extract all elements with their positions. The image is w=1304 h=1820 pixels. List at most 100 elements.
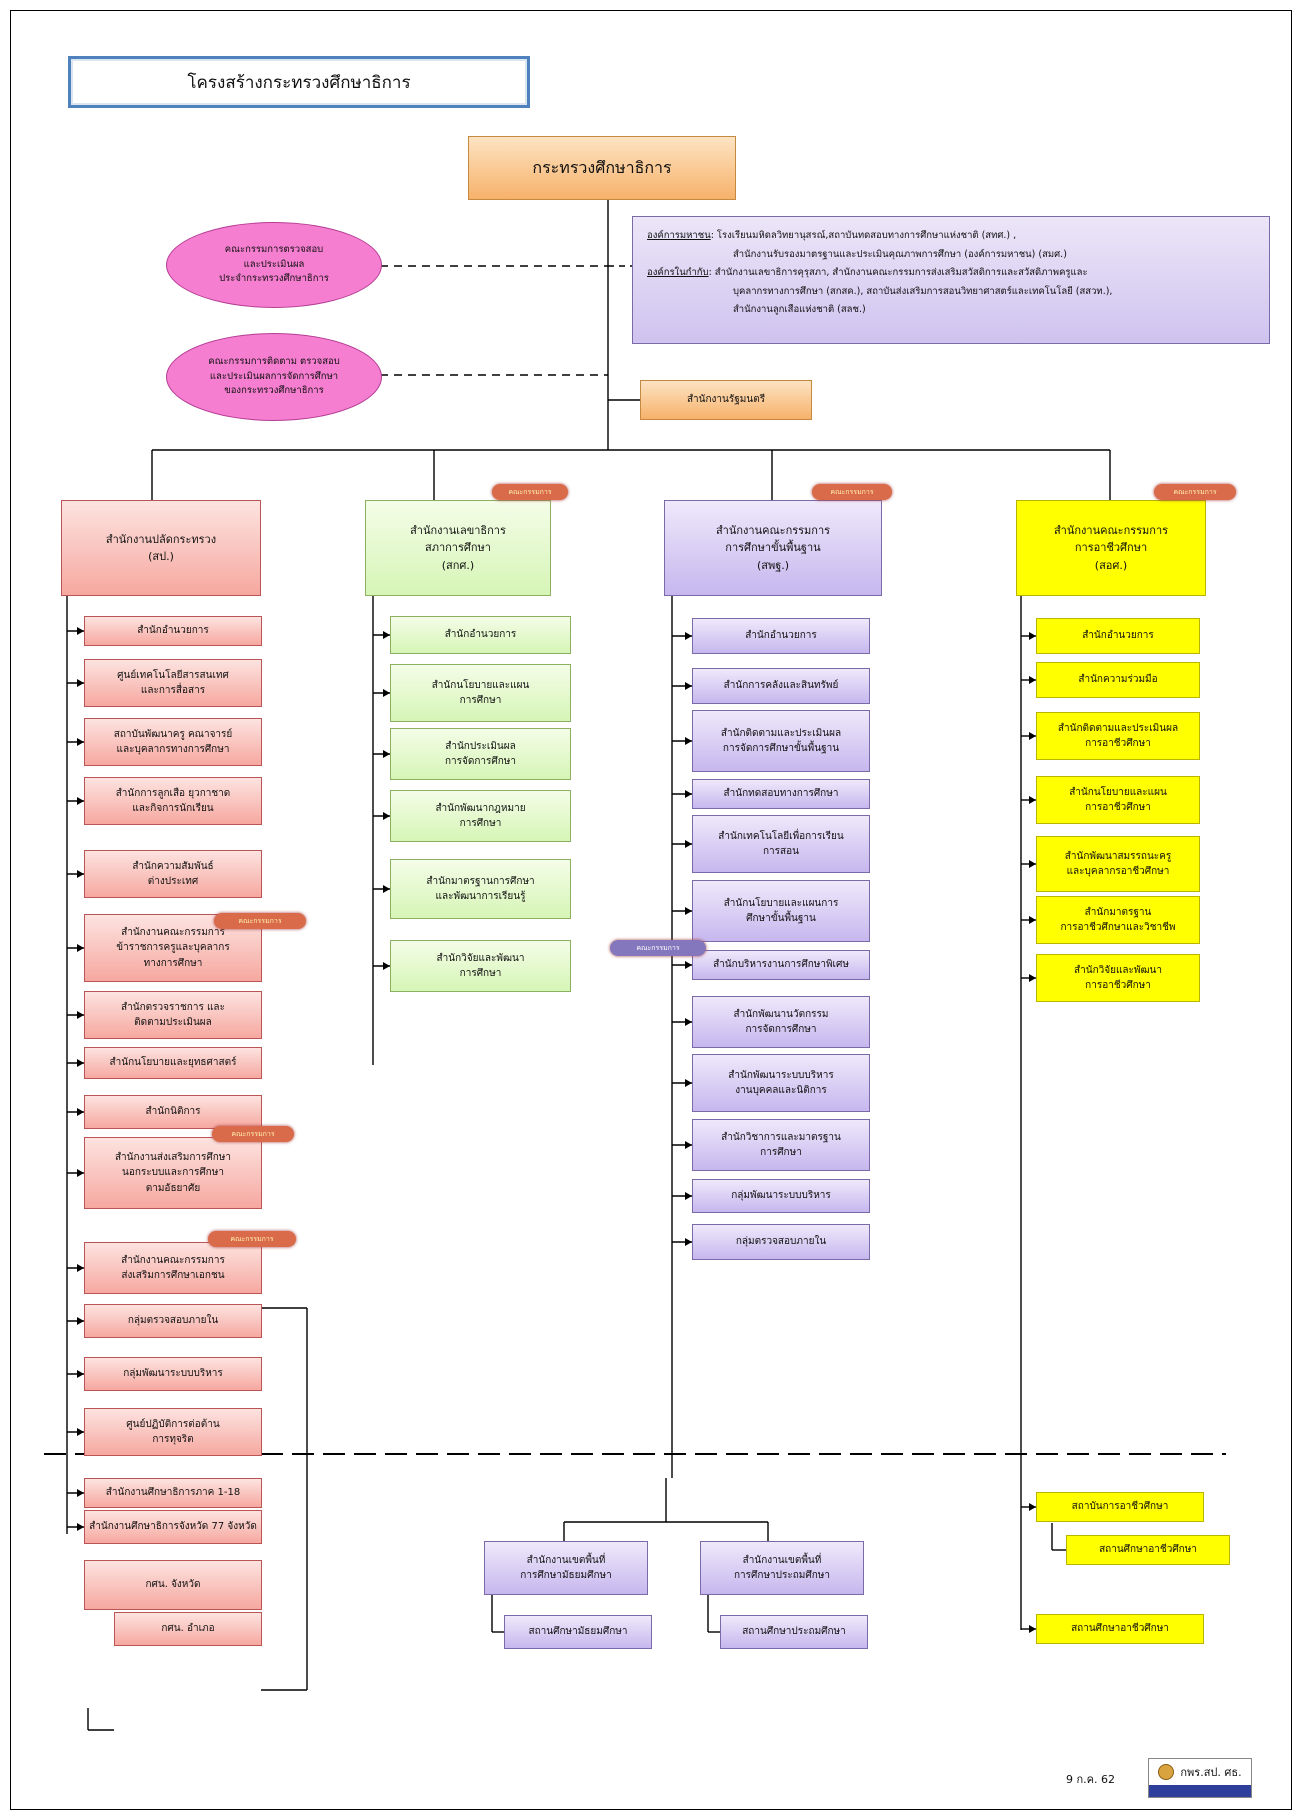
connector-arrow [1029, 1503, 1036, 1511]
obec-area-office: สำนักงานเขตพื้นที่ การศึกษามัธยมศึกษา [484, 1541, 648, 1595]
connector-arrow [685, 840, 692, 848]
connector-arrow [77, 1317, 84, 1325]
notes-line: สำนักงานรับรองมาตรฐานและประเมินคุณภาพการ… [733, 248, 1067, 260]
obec-unit: สำนักพัฒนาระบบบริหาร งานบุคคลและนิติการ [692, 1054, 870, 1112]
ops-unit: กลุ่มพัฒนาระบบบริหาร [84, 1357, 262, 1391]
connector-arrow [77, 870, 84, 878]
ops-unit: สำนักตรวจราชการ และ ติดตามประเมินผล [84, 991, 262, 1039]
organization-logo: กพร.สป. ศธ. [1148, 1758, 1252, 1798]
connector-arrow [383, 631, 390, 639]
ops-unit: สำนักอำนวยการ [84, 616, 262, 646]
ovec-unit: สำนักพัฒนาสมรรถนะครู และบุคลากรอาชีวศึกษ… [1036, 836, 1200, 892]
connector-arrow [1029, 632, 1036, 640]
committee-badge: คณะกรรมการ [812, 484, 892, 500]
connector-arrow [1029, 1625, 1036, 1633]
obec-school: สถานศึกษาประถมศึกษา [720, 1615, 868, 1649]
connector-arrow [685, 790, 692, 798]
connector-arrow [1029, 860, 1036, 868]
committee-badge: คณะกรรมการ [1154, 484, 1236, 500]
page-frame [10, 10, 1292, 1810]
ovec-school: สถานศึกษาอาชีวศึกษา [1066, 1535, 1230, 1565]
obec-unit: สำนักวิชาการและมาตรฐาน การศึกษา [692, 1119, 870, 1171]
connector-arrow [383, 962, 390, 970]
connector-arrow [77, 1428, 84, 1436]
ohec-unit: สำนักวิจัยและพัฒนา การศึกษา [390, 940, 571, 992]
logo-bar [1149, 1785, 1251, 1797]
ovec-unit: สำนักมาตรฐาน การอาชีวศึกษาและวิชาชีพ [1036, 896, 1200, 944]
ovec-unit: สำนักความร่วมมือ [1036, 662, 1200, 698]
connector-arrow [77, 1059, 84, 1067]
connector-arrow [685, 632, 692, 640]
obec-head: สำนักงานคณะกรรมการ การศึกษาขั้นพื้นฐาน (… [664, 500, 882, 596]
connector-arrow [77, 738, 84, 746]
ohec-head: สำนักงานเลขาธิการ สภาการศึกษา (สกศ.) [365, 500, 551, 596]
footer-date: 9 ก.ค. 62 [1066, 1773, 1116, 1786]
committee-badge: คณะกรรมการ [212, 1126, 294, 1142]
ovec-unit: สำนักนโยบายและแผน การอาชีวศึกษา [1036, 776, 1200, 824]
ops-unit: สถาบันพัฒนาครู คณาจารย์ และบุคลากรทางการ… [84, 718, 262, 766]
connector-arrow [77, 1370, 84, 1378]
ohec-unit: สำนักนโยบายและแผน การศึกษา [390, 664, 571, 722]
committee-audit: คณะกรรมการตรวจสอบ และประเมินผล ประจำกระท… [166, 222, 382, 308]
ohec-unit: สำนักพัฒนากฎหมาย การศึกษา [390, 790, 571, 842]
ops-unit: สำนักการลูกเสือ ยุวกาชาด และกิจการนักเรี… [84, 777, 262, 825]
notes-public-org-key: องค์การมหาชน [647, 230, 711, 241]
committee-badge: คณะกรรมการ [208, 1231, 296, 1247]
ohec-unit: สำนักอำนวยการ [390, 616, 571, 654]
connector-arrow [77, 1489, 84, 1497]
ovec-unit: สำนักอำนวยการ [1036, 618, 1200, 654]
notes-line: : สำนักงานเลขาธิการคุรุสภา, สำนักงานคณะก… [708, 267, 1088, 279]
ops-unit: สำนักงานส่งเสริมการศึกษา นอกระบบและการศึ… [84, 1137, 262, 1209]
ops-head: สำนักงานปลัดกระทรวง (สป.) [61, 500, 261, 596]
connector-arrow [77, 1264, 84, 1272]
connector-arrow [685, 1192, 692, 1200]
obec-unit: สำนักพัฒนานวัตกรรม การจัดการศึกษา [692, 996, 870, 1048]
connector-arrow [1029, 732, 1036, 740]
ops-unit: ศูนย์เทคโนโลยีสารสนเทศ และการสื่อสาร [84, 659, 262, 707]
connector-arrow [685, 1141, 692, 1149]
notes-line: : โรงเรียนมหิดลวิทยานุสรณ์,สถาบันทดสอบทา… [710, 230, 1017, 241]
connector-arrow [383, 885, 390, 893]
committee-monitoring: คณะกรรมการติดตาม ตรวจสอบ และประเมินผลการ… [166, 333, 382, 421]
connector-arrow [1029, 676, 1036, 684]
obec-school: สถานศึกษามัธยมศึกษา [504, 1615, 652, 1649]
connector-arrow [685, 737, 692, 745]
connector-arrow [77, 1011, 84, 1019]
emblem-icon [1158, 1764, 1175, 1780]
connector-arrow [77, 1523, 84, 1531]
obec-area-office: สำนักงานเขตพื้นที่ การศึกษาประถมศึกษา [700, 1541, 864, 1595]
obec-unit: สำนักบริหารงานการศึกษาพิเศษ [692, 950, 870, 980]
connector-arrow [685, 1238, 692, 1246]
connector-arrow [685, 1018, 692, 1026]
notes-line: สำนักงานลูกเสือแห่งชาติ (สลช.) [733, 304, 866, 316]
obec-unit: สำนักเทคโนโลยีเพื่อการเรียน การสอน [692, 815, 870, 873]
ministry-box: กระทรวงศึกษาธิการ [468, 136, 736, 200]
connector-arrow [383, 812, 390, 820]
obec-unit: สำนักอำนวยการ [692, 618, 870, 654]
connector-arrow [685, 907, 692, 915]
notes-supervised-org-key: องค์กรในกำกับ [647, 267, 709, 279]
ops-regional-unit: กศน. อำเภอ [114, 1612, 262, 1646]
committee-badge: คณะกรรมการ [610, 940, 706, 956]
connector-arrow [77, 797, 84, 805]
ovec-institution: สถาบันการอาชีวศึกษา [1036, 1492, 1204, 1522]
ops-unit: สำนักความสัมพันธ์ ต่างประเทศ [84, 850, 262, 898]
ovec-head: สำนักงานคณะกรรมการ การอาชีวศึกษา (สอศ.) [1016, 500, 1206, 596]
ops-unit: ศูนย์ปฏิบัติการต่อต้าน การทุจริต [84, 1408, 262, 1456]
ops-regional-unit: สำนักงานศึกษาธิการภาค 1-18 [84, 1478, 262, 1508]
connector-arrow [1029, 796, 1036, 804]
connector-arrow [685, 682, 692, 690]
connector-arrow [77, 944, 84, 952]
notes-line: บุคลากรทางการศึกษา (สกสค.), สถาบันส่งเสร… [733, 285, 1113, 297]
ovec-school: สถานศึกษาอาชีวศึกษา [1036, 1614, 1204, 1644]
obec-unit: สำนักทดสอบทางการศึกษา [692, 779, 870, 809]
obec-unit: สำนักนโยบายและแผนการ ศึกษาขั้นพื้นฐาน [692, 880, 870, 942]
minister-office-box: สำนักงานรัฐมนตรี [640, 380, 812, 420]
ohec-unit: สำนักประเมินผล การจัดการศึกษา [390, 728, 571, 780]
ops-regional-unit: กศน. จังหวัด [84, 1560, 262, 1610]
affiliated-organizations-box: องค์การมหาชน: โรงเรียนมหิดลวิทยานุสรณ์,ส… [632, 216, 1270, 344]
ovec-unit: สำนักวิจัยและพัฒนา การอาชีวศึกษา [1036, 954, 1200, 1002]
connector-arrow [685, 1079, 692, 1087]
ops-unit: กลุ่มตรวจสอบภายใน [84, 1304, 262, 1338]
obec-unit: สำนักติดตามและประเมินผล การจัดการศึกษาขั… [692, 710, 870, 772]
